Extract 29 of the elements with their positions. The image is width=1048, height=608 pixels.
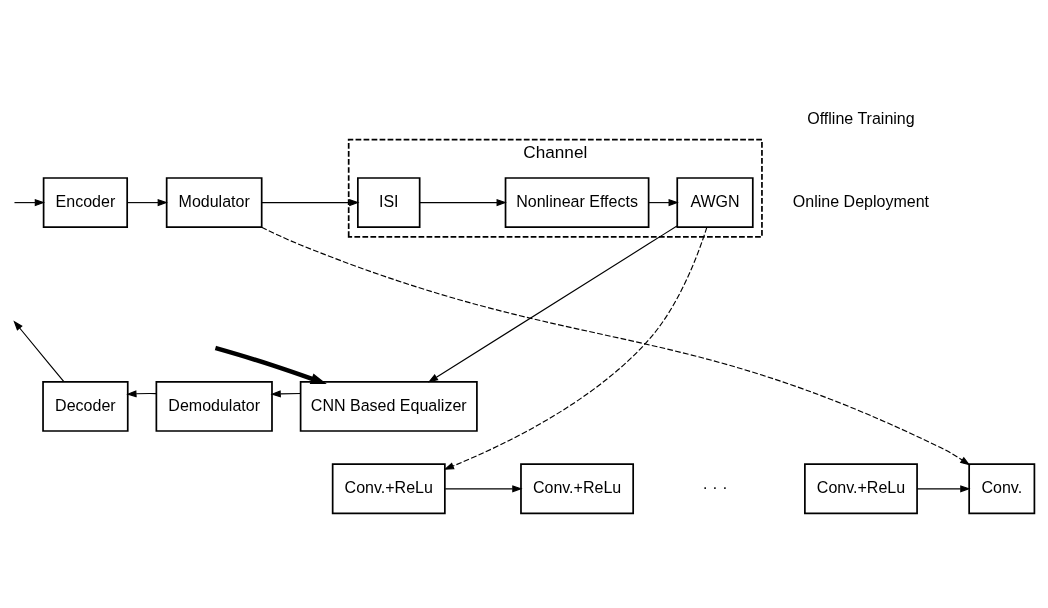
node-box: ISI [357,176,421,228]
arrow [427,224,678,383]
node-box: Conv.+ReLu [520,462,635,514]
label: · · · [702,477,728,496]
arrow [13,198,46,206]
node-box: Conv.+ReLu [331,462,446,514]
arrow [13,319,65,382]
arrow [214,345,327,384]
node-box: Conv.+ReLu [804,462,918,514]
node-box: Nonlinear Effects [504,176,650,228]
arrow [126,198,168,206]
arrow [648,198,679,206]
label: Offline Training [807,108,915,127]
arrow [916,484,971,492]
arrow [261,198,360,206]
arrow [261,226,971,465]
label: Online Deployment [792,191,930,210]
node-box: Conv. [968,462,1036,514]
node-box: Decoder [42,380,129,432]
arrow [126,389,157,397]
arrow [419,198,507,206]
arrow [270,389,302,397]
arrow [443,226,708,470]
node-box: CNN Based Equalizer [299,380,478,432]
node-box: Modulator [165,176,263,228]
node-box: AWGN [676,176,754,228]
node-box: Demodulator [155,380,273,432]
node-box: Encoder [42,176,129,228]
arrow [444,484,523,492]
